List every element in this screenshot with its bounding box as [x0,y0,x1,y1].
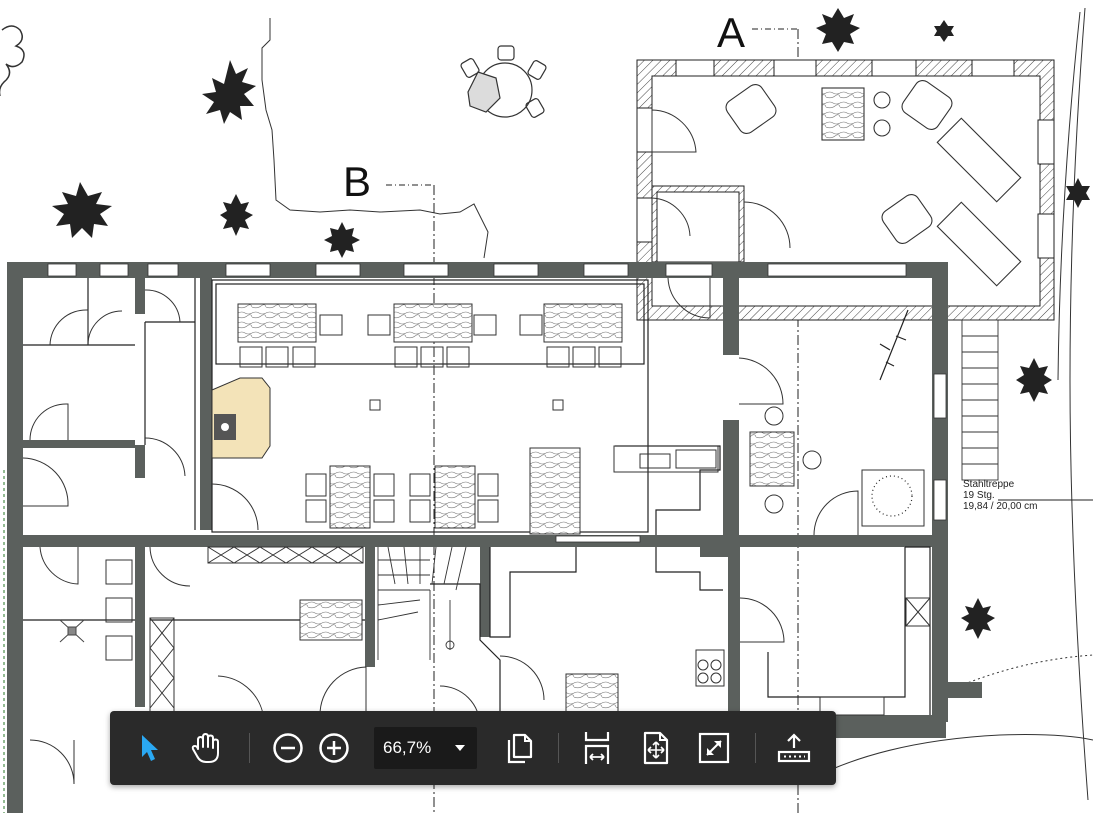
section-b-label: B [343,158,371,205]
zoom-level-dropdown[interactable]: 66,7% [374,727,477,769]
copy-icon [507,733,533,764]
export-icon [777,733,811,763]
zoom-level-value: 66,7% [383,738,432,757]
fireplace [211,377,271,459]
stair-note-line3: 19,84 / 20,00 cm [963,501,1038,512]
hand-icon [191,733,219,763]
chevron-down-icon [455,745,465,751]
fullscreen-button[interactable] [696,730,732,766]
select-tool-button[interactable] [132,730,168,766]
stair-note-line2: 19 Stg. [963,490,995,501]
fullscreen-icon [698,732,730,764]
tree-icon [1066,178,1090,208]
zoom-in-button[interactable] [316,730,352,766]
stair-annotation: Stahltreppe 19 Stg. 19,84 / 20,00 cm [963,479,1038,512]
fit-width-icon [584,732,610,764]
section-a-label: A [717,9,745,56]
tree-icon [1016,358,1052,402]
main-building [7,262,982,813]
toolbar-separator [755,733,756,763]
tree-icon [934,20,954,42]
zoom-in-icon [319,733,349,763]
cursor-arrow-icon [142,735,158,761]
ceiling-light-icon [59,619,85,643]
annex-building [636,59,1055,321]
zoom-out-icon [273,733,303,763]
fit-page-icon [643,731,669,765]
tree-icon [961,598,995,639]
terrain-outline [261,7,1093,801]
vegetation [52,8,1090,639]
toolbar-separator [558,733,559,763]
fit-page-button[interactable] [638,730,674,766]
zoom-out-button[interactable] [270,730,306,766]
pan-tool-button[interactable] [188,730,224,766]
tree-icon [0,25,25,96]
export-button[interactable] [776,730,812,766]
staircase [377,319,1093,660]
toolbar-separator [249,733,250,763]
tree-icon [52,182,112,238]
copy-button[interactable] [502,730,538,766]
tree-icon [202,60,256,124]
tree-icon [816,8,860,52]
tree-icon [324,222,360,258]
fit-width-button[interactable] [579,730,615,766]
plant-icon [871,309,913,517]
patio-table [460,45,547,118]
tree-icon [220,194,253,236]
storage-shelves [149,546,931,713]
section-markers: A B [343,9,799,813]
dining-furniture [105,303,925,716]
stair-note-line1: Stahltreppe [963,479,1015,490]
viewer-toolbar: 66,7% [110,711,836,785]
